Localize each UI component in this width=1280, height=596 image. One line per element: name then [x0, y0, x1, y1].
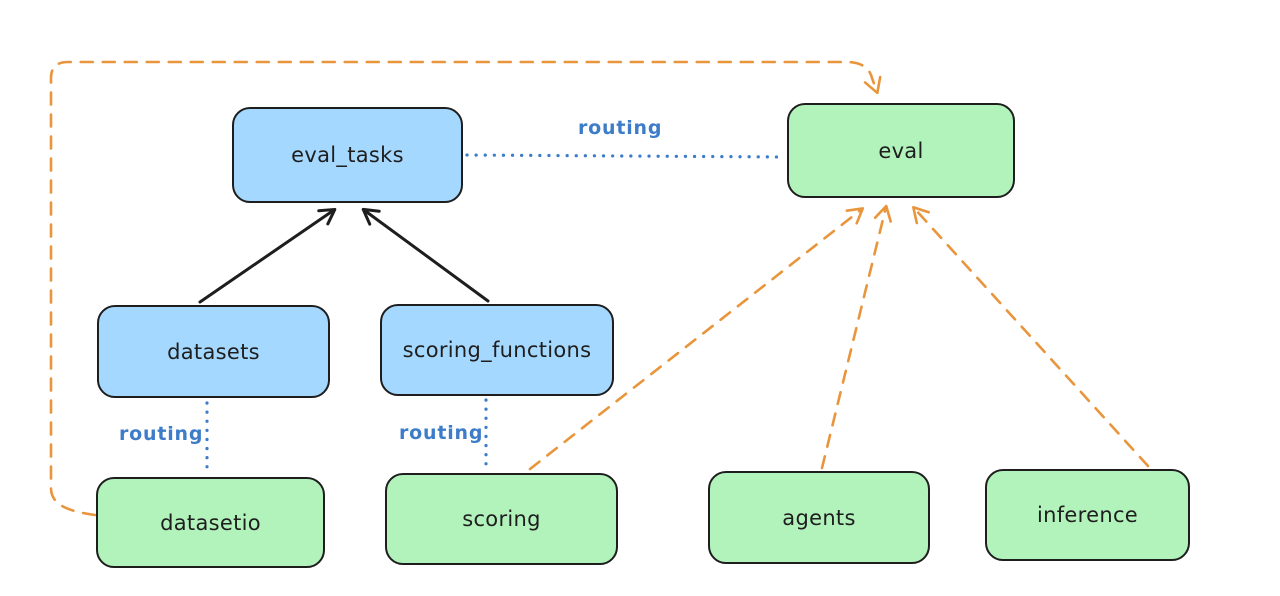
edge-agents-eval	[820, 204, 892, 470]
node-datasetio: datasetio	[96, 477, 325, 568]
node-scoring-functions: scoring_functions	[380, 304, 614, 396]
node-label: datasetio	[160, 510, 261, 535]
node-agents: agents	[708, 471, 930, 564]
edge-datasets-eval_tasks	[198, 207, 337, 304]
edge-scoring-eval	[528, 207, 865, 471]
edge-label-routing-eval-tasks-eval: routing	[578, 117, 663, 139]
node-label: scoring_functions	[402, 338, 592, 362]
node-label: inference	[1036, 503, 1139, 527]
edge-inference-eval	[912, 205, 1150, 468]
edge-eval_tasks-eval-routing	[465, 153, 787, 159]
node-eval-tasks: eval_tasks	[232, 107, 463, 203]
edge-label-routing-scoring-functions-scoring: routing	[399, 422, 484, 444]
node-inference: inference	[985, 469, 1190, 561]
edge-scoring_functions-eval_tasks	[361, 207, 490, 303]
edge-label-routing-datasets-datasetio: routing	[119, 423, 204, 445]
node-label: datasets	[167, 339, 260, 364]
node-label: eval	[878, 138, 924, 163]
node-eval: eval	[787, 103, 1015, 198]
node-label: eval_tasks	[291, 143, 404, 167]
node-label: agents	[782, 505, 856, 530]
node-label: scoring	[462, 507, 541, 531]
edge-datasetio-eval	[49, 60, 882, 517]
node-scoring: scoring	[385, 473, 618, 565]
node-datasets: datasets	[97, 305, 330, 398]
